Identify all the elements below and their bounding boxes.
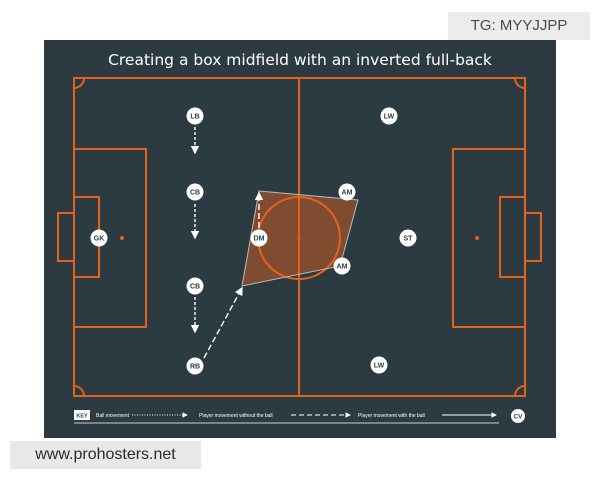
watermark-tg: TG: MYYJJPP [448,12,590,40]
player-dm: DM [250,229,268,247]
svg-text:KEY: KEY [76,413,88,419]
svg-text:CV: CV [513,414,523,421]
legend: KEY Ball movement Player movement withou… [74,409,525,424]
watermark-site: www.prohosters.net [10,441,201,469]
player-am-top: AM [338,183,356,201]
player-am-bottom: AM [333,257,351,275]
svg-text:RB: RB [190,364,200,371]
tactics-board: LB CB CB RB GK DM AM AM [44,40,556,438]
svg-text:CB: CB [190,284,200,291]
svg-text:Player movement without the ba: Player movement without the ball [199,413,273,419]
svg-text:CB: CB [190,190,200,197]
diagram-title: Creating a box midfield with an inverted… [108,51,492,69]
svg-text:DM: DM [254,236,265,243]
player-cb-right: CB [186,277,204,295]
svg-text:LB: LB [190,114,199,121]
svg-text:AM: AM [337,264,348,271]
key-badge [74,410,90,420]
player-st: ST [399,229,417,247]
svg-text:LW: LW [374,363,385,370]
pitch-lines [57,77,542,397]
cv-logo-icon [511,409,525,423]
player-rb: RB [186,357,204,375]
svg-text:AM: AM [342,190,353,197]
pitch-diagram: LB CB CB RB GK DM AM AM [57,77,542,424]
player-lw-top: LW [380,107,398,125]
player-cb-left: CB [186,183,204,201]
movement-arrows [190,127,264,359]
player-lw-bottom: LW [370,356,388,374]
svg-text:Ball movement: Ball movement [96,413,130,419]
player-lb: LB [186,107,204,125]
player-gk: GK [90,229,108,247]
svg-text:ST: ST [404,236,414,243]
svg-text:Player movement with the ball: Player movement with the ball [358,413,425,419]
svg-text:LW: LW [384,114,395,121]
svg-text:GK: GK [94,236,105,243]
